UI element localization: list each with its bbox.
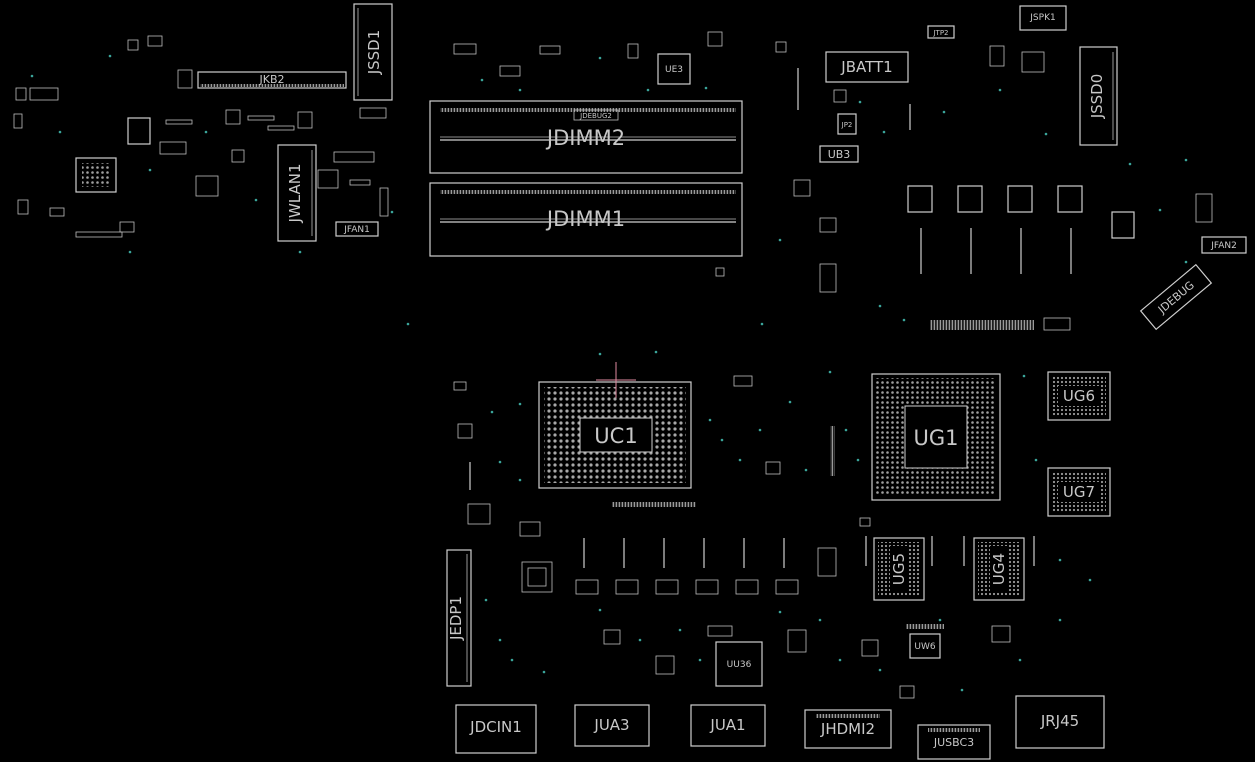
chip-uc1-cpu: UC1: [538, 362, 692, 489]
connector-jfan1: JFAN1: [335, 221, 379, 237]
jfan2-label: JFAN2: [1210, 241, 1237, 251]
connector-jua3: JUA3: [574, 704, 650, 747]
ug5-label: UG5: [890, 553, 908, 585]
jssd1-label: JSSD1: [365, 30, 383, 76]
jua1-label: JUA1: [709, 716, 745, 734]
left-chip-cluster: [13, 35, 389, 238]
connector-jdimm1: JDIMM1: [429, 182, 743, 257]
ug7-label: UG7: [1063, 483, 1095, 501]
vram-ug7: UG7: [1047, 467, 1111, 517]
ug4-label: UG4: [990, 553, 1008, 585]
jumper-jp2: JP2: [833, 89, 857, 135]
jdebug-label: JDEBUG: [1155, 279, 1197, 317]
connector-jedp1: JEDP1: [446, 549, 472, 687]
jp2-label: JP2: [841, 121, 853, 129]
connector-jkb2: JKB2: [197, 71, 347, 89]
connector-jwlan1: JWLAN1: [277, 144, 317, 242]
connector-jssd1: JSSD1: [353, 3, 393, 101]
ub3-label: UB3: [828, 148, 851, 161]
vram-ug4: UG4: [973, 537, 1025, 601]
uc1-label: UC1: [594, 424, 637, 448]
chip-ue3: UE3: [453, 31, 725, 277]
jtp2-label: JTP2: [932, 29, 948, 37]
connector-jdcin1: JDCIN1: [455, 704, 537, 754]
jfan1-label: JFAN1: [343, 225, 370, 235]
connector-jfan2: JFAN2: [1201, 236, 1247, 254]
connector-jbatt1: JBATT1: [825, 51, 909, 83]
jdebug2-label: JDEBUG2: [579, 112, 612, 120]
via-dots: [30, 54, 1188, 692]
jwlan1-label: JWLAN1: [286, 164, 304, 224]
ug1-label: UG1: [913, 426, 958, 450]
testpoint-jtp2: JTP2: [927, 25, 955, 39]
vram-ug5: UG5: [873, 537, 925, 601]
jusbc3-label: JUSBC3: [933, 736, 974, 749]
connector-jua1: JUA1: [690, 704, 766, 747]
jssd0-label: JSSD0: [1088, 74, 1106, 120]
chip-uw6: UW6: [861, 624, 1011, 699]
connector-jspk1: JSPK1: [1019, 5, 1067, 73]
ue3-label: UE3: [665, 65, 683, 75]
jkb2-label: JKB2: [258, 73, 284, 86]
chip-ub3: UB3: [819, 145, 859, 163]
connector-jssd0: JSSD0: [1079, 46, 1118, 146]
connector-jusbc3: JUSBC3: [917, 724, 991, 760]
jbatt1-label: JBATT1: [840, 58, 892, 76]
jspk1-label: JSPK1: [1029, 13, 1055, 23]
chip-ug1-gpu: UG1: [871, 373, 1001, 501]
jhdmi2-label: JHDMI2: [820, 720, 875, 738]
jdimm2-label: JDIMM2: [545, 126, 625, 150]
ug6-label: UG6: [1063, 387, 1095, 405]
connector-jhdmi2: JHDMI2: [804, 709, 892, 749]
jdcin1-label: JDCIN1: [469, 718, 522, 736]
vram-ug6: UG6: [1047, 371, 1111, 421]
jedp1-label: JEDP1: [447, 596, 465, 641]
connector-jrj45: JRJ45: [1015, 695, 1105, 749]
chip-uu36: UU36: [603, 625, 807, 687]
cpu-surrounding-parts: [453, 375, 1035, 595]
uw6-label: UW6: [914, 642, 935, 652]
power-stage-row: [775, 41, 1213, 331]
connector-jdebug: JDEBUG: [1139, 263, 1213, 331]
connector-jdimm2: JDEBUG2 JDIMM2: [429, 100, 743, 174]
jdimm1-label: JDIMM1: [545, 207, 625, 231]
jua3-label: JUA3: [593, 716, 629, 734]
jrj45-label: JRJ45: [1040, 712, 1079, 730]
uu36-label: UU36: [727, 660, 752, 670]
